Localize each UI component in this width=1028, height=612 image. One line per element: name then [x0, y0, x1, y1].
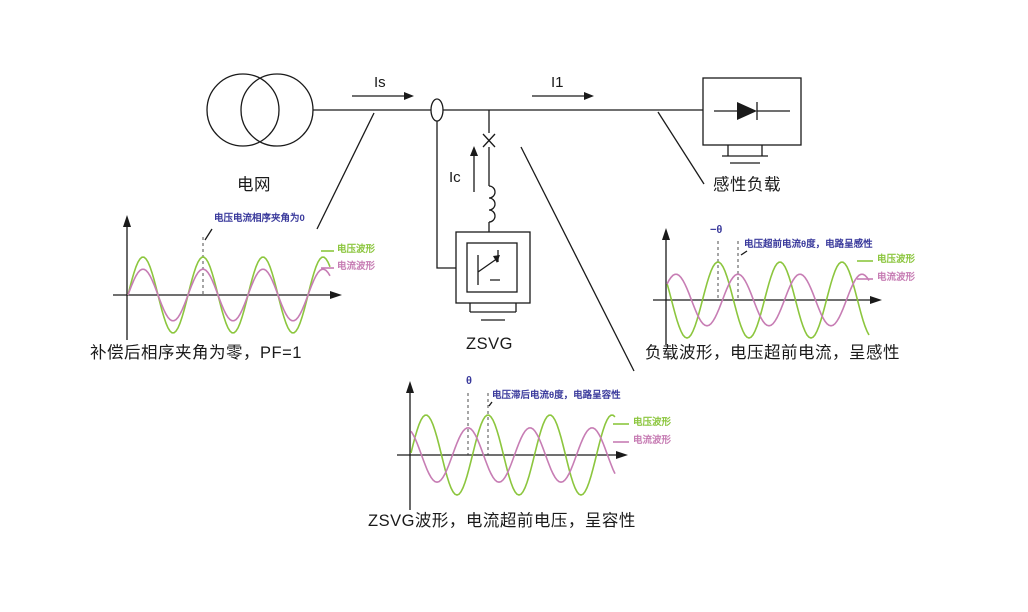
- i1-current-arrow: [532, 92, 594, 100]
- zsvg-converter: [455, 231, 531, 321]
- zsvg-label: ZSVG: [466, 335, 513, 353]
- load-capacitor-icon: [722, 145, 768, 164]
- leader-to-compensated-plot: [316, 112, 375, 230]
- load-waveform-series-1: [666, 273, 870, 327]
- reactor-coil-icon: [488, 185, 496, 223]
- compensated-plot-axes: [113, 215, 342, 340]
- zsvg-x-arrowhead: [616, 451, 628, 459]
- zsvg-theta-label: θ: [466, 375, 472, 387]
- load-y-arrowhead: [662, 228, 670, 240]
- load-label: 感性负载: [713, 176, 781, 194]
- transformer-left-winding: [206, 73, 280, 147]
- load-annotation: 电压超前电流θ度，电路呈感性: [744, 239, 873, 250]
- load-plot-axes: [653, 228, 882, 345]
- dc-capacitor-icon: [469, 303, 517, 321]
- zsvg-box: [455, 231, 531, 304]
- igbt-switch-icon: [477, 250, 500, 285]
- zsvg-annotation-leader: [488, 401, 493, 407]
- zsvg-plot-axes: [397, 381, 628, 510]
- switch-icon: [482, 133, 496, 148]
- ic-arrowhead: [470, 146, 478, 156]
- junction-drop-wire: [436, 121, 456, 269]
- transformer-symbol: [206, 73, 314, 147]
- zsvg-phase-markers: [467, 393, 489, 455]
- igbt-module-box: [466, 242, 518, 293]
- zsvg-waveform-series-0: [410, 414, 616, 496]
- load-phase-markers: [717, 241, 739, 300]
- compensated-waveform-series-0: [127, 256, 331, 334]
- zsvg-y-arrowhead: [406, 381, 414, 393]
- compensated-y-arrowhead: [123, 215, 131, 227]
- zsvg-legend-voltage: 电压波形: [633, 417, 672, 428]
- compensated-x-arrowhead: [330, 291, 342, 299]
- i1-label: I1: [551, 74, 564, 91]
- compensated-caption: 补偿后相序夹角为零，PF=1: [90, 344, 302, 362]
- is-label: Is: [374, 74, 386, 91]
- load-legend-voltage: 电压波形: [877, 254, 916, 265]
- compensated-waveform-series-1: [127, 268, 331, 322]
- compensated-annotation: 电压电流相序夹角为0: [214, 213, 305, 224]
- is-arrowhead: [404, 92, 414, 100]
- zsvg-branch: [470, 110, 496, 232]
- zsvg-waveform-series-1: [410, 427, 616, 484]
- zsvg-annotation: 电压滞后电流θ度，电路呈容性: [492, 390, 621, 401]
- is-current-arrow: [352, 92, 414, 100]
- compensated-annotation-leader: [204, 228, 213, 241]
- load-legend-current: 电流波形: [877, 272, 916, 283]
- bus-junction-node: [430, 98, 444, 122]
- compensated-legend-current: 电流波形: [337, 261, 376, 272]
- i1-arrowhead: [584, 92, 594, 100]
- zsvg-caption: ZSVG波形，电流超前电压，呈容性: [368, 512, 636, 530]
- leader-to-load-plot: [657, 111, 705, 185]
- load-waveform-series-0: [666, 261, 870, 339]
- compensated-legend-voltage: 电压波形: [337, 244, 376, 255]
- transformer-right-winding: [240, 73, 314, 147]
- zsvg-legend-current: 电流波形: [633, 435, 672, 446]
- load-x-arrowhead: [870, 296, 882, 304]
- load-theta-label: −θ: [710, 224, 723, 236]
- ic-label: Ic: [449, 169, 461, 186]
- diode-icon: [737, 102, 757, 120]
- load-annotation-leader: [740, 250, 748, 256]
- igbt-arrow: [493, 255, 500, 263]
- inductive-load: [702, 77, 802, 164]
- leader-to-zsvg-plot: [520, 146, 635, 372]
- load-caption: 负载波形，电压超前电流，呈感性: [645, 344, 900, 362]
- grid-label: 电网: [237, 176, 271, 194]
